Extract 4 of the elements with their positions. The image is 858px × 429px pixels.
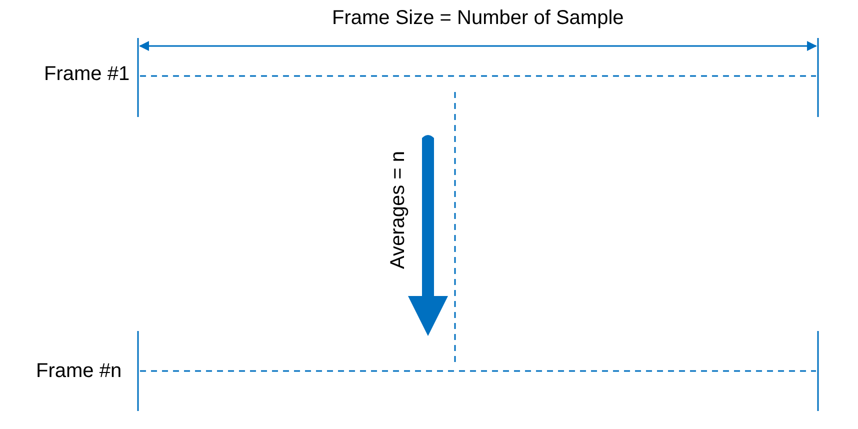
- dimension-label: Frame Size = Number of Sample: [332, 6, 624, 30]
- frame-label: Frame #1: [44, 62, 130, 86]
- arrow-label: Averages = n: [386, 150, 410, 270]
- frame-label: Frame #n: [36, 359, 122, 383]
